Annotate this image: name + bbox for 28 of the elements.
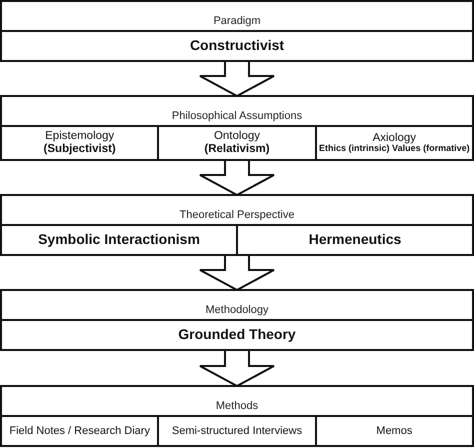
cell-subtitle: (Relativism): [203, 143, 271, 156]
section-box: [0, 194, 474, 256]
section-box: [0, 95, 474, 161]
section-box: [0, 385, 474, 447]
section-box: [0, 289, 474, 351]
section-heading: Theoretical Perspective: [180, 209, 294, 221]
cell-subtitle: (Subjectivist): [42, 143, 117, 156]
block-arrow: [199, 254, 275, 292]
cell-title: Semi-structured Interviews: [170, 424, 304, 438]
block-arrow: [199, 60, 275, 98]
block-arrow: [199, 159, 275, 196]
cell-title: Ontology: [212, 130, 261, 143]
cell-title: Hermeneutics: [308, 232, 402, 248]
cell-title: Grounded Theory: [177, 327, 297, 343]
block-arrow: [199, 349, 275, 388]
cell-title: Memos: [375, 424, 414, 438]
table-cell: [314, 127, 472, 159]
section-heading: Paradigm: [213, 15, 261, 27]
section-box: [0, 0, 474, 62]
cell-title: Symbolic Interactionism: [37, 232, 201, 248]
cell-subtitle: Ethics (intrinsic) Values (formative): [318, 144, 471, 154]
cell-title: Constructivist: [188, 38, 286, 54]
cell-title: Field Notes / Research Diary: [8, 424, 151, 438]
cell-title: Epistemology: [44, 130, 116, 143]
section-heading: Philosophical Assumptions: [172, 110, 302, 122]
section-heading: Methodology: [206, 304, 268, 316]
section-heading: Methods: [216, 400, 258, 412]
cell-title: Axiology: [372, 132, 418, 144]
